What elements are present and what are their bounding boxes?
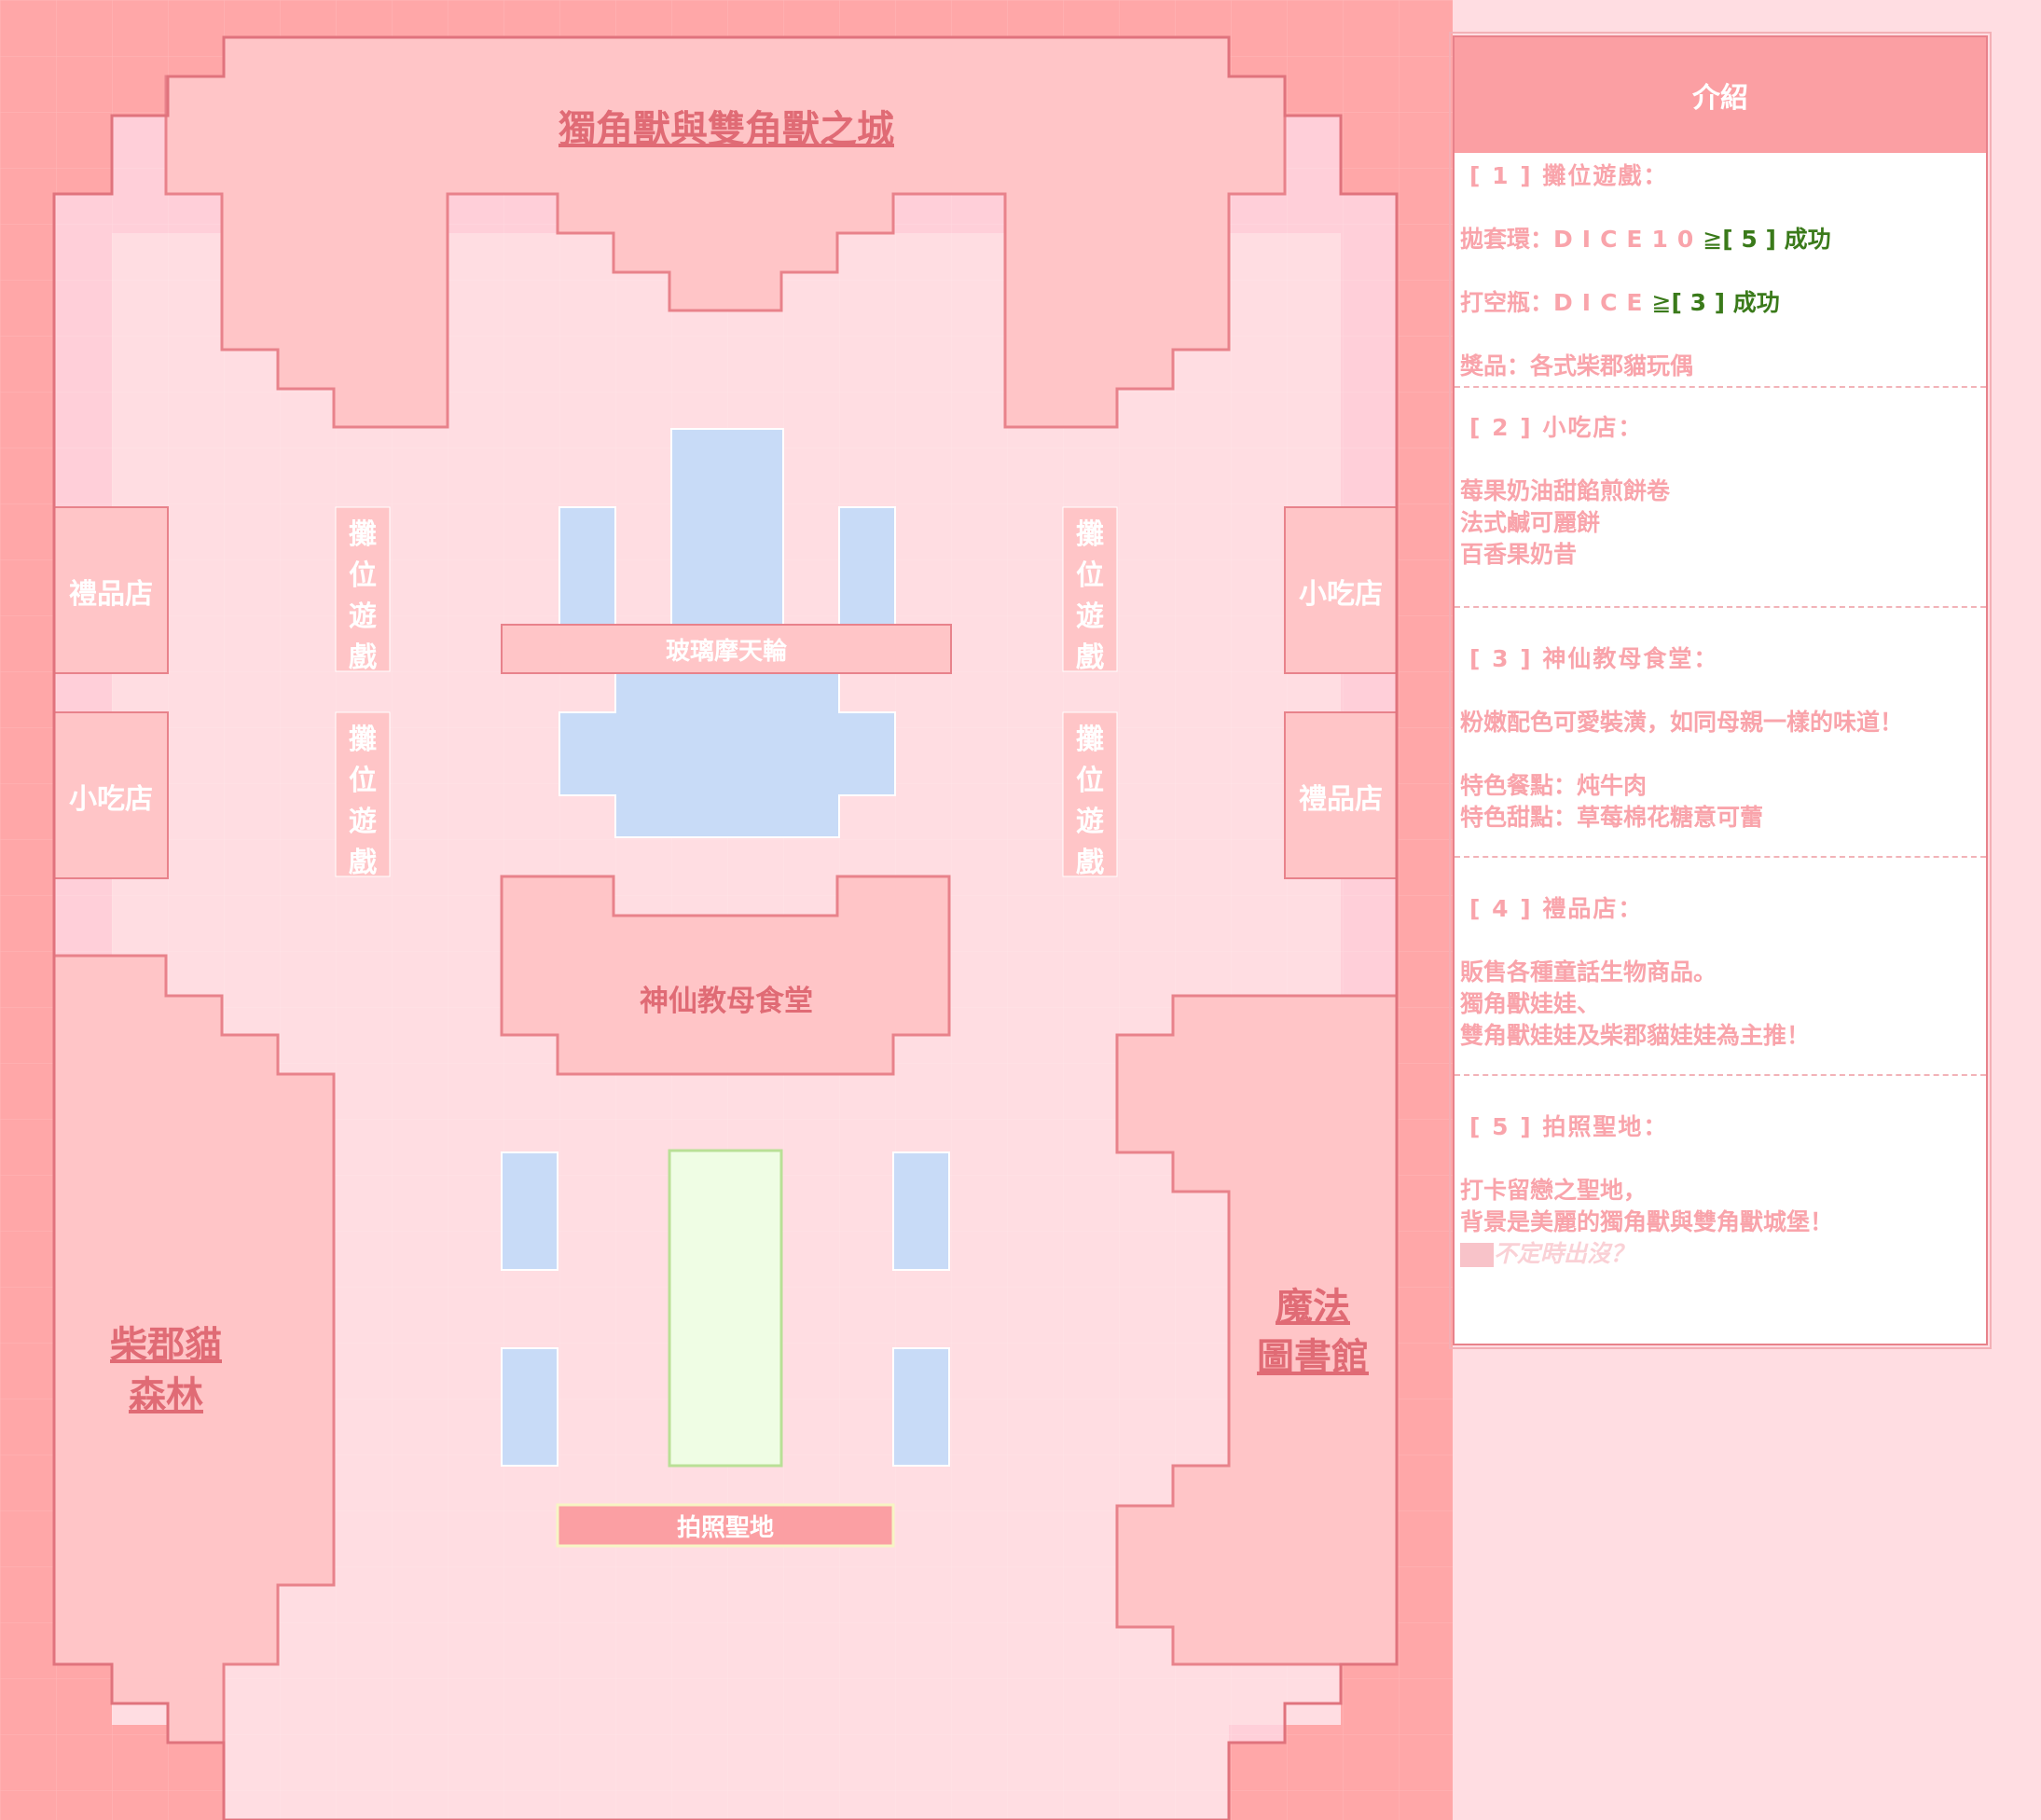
booth-game-label-3[interactable]: 攤位遊戲 [1076, 518, 1104, 674]
intro-panel-title: 介紹 [1455, 37, 1986, 153]
section-heading: [ 2 ] 小吃店： [1469, 414, 1644, 441]
canteen-meal: 特色餐點：炖牛肉 [1460, 772, 1648, 799]
gift-line: 雙角獸娃娃及柴郡貓娃娃為主推！ [1460, 1022, 1811, 1049]
right-snack-shop-label[interactable]: 小吃店 [1299, 578, 1383, 611]
map-drawing [0, 0, 1453, 1820]
section-snack-shop: [ 2 ] 小吃店： 莓果奶油甜餡煎餅卷 法式鹹可麗餅 百香果奶昔 [1455, 388, 1986, 608]
photo-spot-bar [556, 1503, 895, 1548]
booth-game-label-4[interactable]: 攤位遊戲 [1076, 724, 1104, 879]
photo-pools [501, 1151, 950, 1467]
gift-line: 獨角獸娃娃、 [1460, 990, 1601, 1017]
canteen-desc: 粉嫩配色可愛裝潢，如同母親一樣的味道！ [1460, 709, 1904, 736]
castle-block [164, 35, 1287, 429]
bottle-rule: 打空瓶：DICE≧[ 3 ] 成功 [1460, 289, 1780, 316]
right-snack-shop-block [1284, 506, 1398, 674]
photo-spot-label[interactable]: 拍照聖地 [676, 1513, 774, 1542]
booth-game-label-1[interactable]: 攤位遊戲 [349, 518, 377, 674]
ferris-wheel-label[interactable]: 玻璃摩天輪 [665, 637, 787, 666]
section-heading: [ 3 ] 神仙教母食堂： [1469, 645, 1719, 672]
photo-line: 打卡留戀之聖地， [1460, 1177, 1648, 1204]
park-map: 獨角獸與雙角獸之城 玻璃摩天輪 神仙教母食堂 拍照聖地 禮品店 小吃店 小吃店 … [0, 0, 1453, 1820]
forest-label[interactable]: 柴郡貓森林 [110, 1324, 222, 1417]
section-gift-shop: [ 4 ] 禮品店： 販售各種童話生物商品。 獨角獸娃娃、 雙角獸娃娃及柴郡貓娃… [1455, 858, 1986, 1076]
menu-item: 法式鹹可麗餅 [1460, 509, 1601, 536]
prize-line: 獎品：各式柴郡貓玩偶 [1460, 352, 1694, 379]
gift-line: 販售各種童話生物商品。 [1460, 958, 1717, 986]
library-label[interactable]: 魔法圖書館 [1257, 1286, 1369, 1379]
library-block [1115, 994, 1399, 1666]
hidden-note: 不定時出沒？ [1460, 1238, 1980, 1270]
photo-lawn [668, 1149, 783, 1468]
left-gift-shop-label[interactable]: 禮品店 [69, 578, 153, 611]
redacted-block [1460, 1243, 1494, 1267]
section-heading: [ 1 ] 攤位遊戲： [1469, 162, 1669, 189]
left-snack-shop-label[interactable]: 小吃店 [69, 783, 153, 816]
section-photo-spot: [ 5 ] 拍照聖地： 打卡留戀之聖地， 背景是美麗的獨角獸與雙角獸城堡！ 不定… [1455, 1076, 1986, 1274]
right-gift-shop-block [1284, 711, 1398, 879]
right-gift-shop-label[interactable]: 禮品店 [1299, 783, 1383, 816]
ferris-wheel-pool [559, 428, 896, 838]
canteen-block [500, 875, 951, 1076]
canteen-label[interactable]: 神仙教母食堂 [640, 984, 813, 1018]
menu-item: 百香果奶昔 [1460, 541, 1578, 568]
menu-item: 莓果奶油甜餡煎餅卷 [1460, 477, 1671, 504]
booth-columns [335, 506, 1118, 877]
intro-panel: 介紹 [ 1 ] 攤位遊戲： 拋套環：DICE10≧[ 5 ] 成功 打空瓶：D… [1449, 32, 1992, 1349]
section-canteen: [ 3 ] 神仙教母食堂： 粉嫩配色可愛裝潢，如同母親一樣的味道！ 特色餐點：炖… [1455, 608, 1986, 858]
ring-toss-rule: 拋套環：DICE10≧[ 5 ] 成功 [1460, 226, 1831, 253]
section-booth-games: [ 1 ] 攤位遊戲： 拋套環：DICE10≧[ 5 ] 成功 打空瓶：DICE… [1455, 153, 1986, 388]
canteen-dessert: 特色甜點：草莓棉花糖意可蕾 [1460, 804, 1764, 831]
photo-line: 背景是美麗的獨角獸與雙角獸城堡！ [1460, 1208, 1834, 1235]
booth-game-label-2[interactable]: 攤位遊戲 [349, 724, 377, 879]
left-gift-shop-block [53, 506, 169, 674]
section-heading: [ 5 ] 拍照聖地： [1469, 1113, 1669, 1140]
section-heading: [ 4 ] 禮品店： [1469, 895, 1644, 922]
ferris-wheel-bar [501, 624, 952, 674]
left-snack-shop-block [53, 711, 169, 879]
park-title: 獨角獸與雙角獸之城 [559, 108, 894, 151]
